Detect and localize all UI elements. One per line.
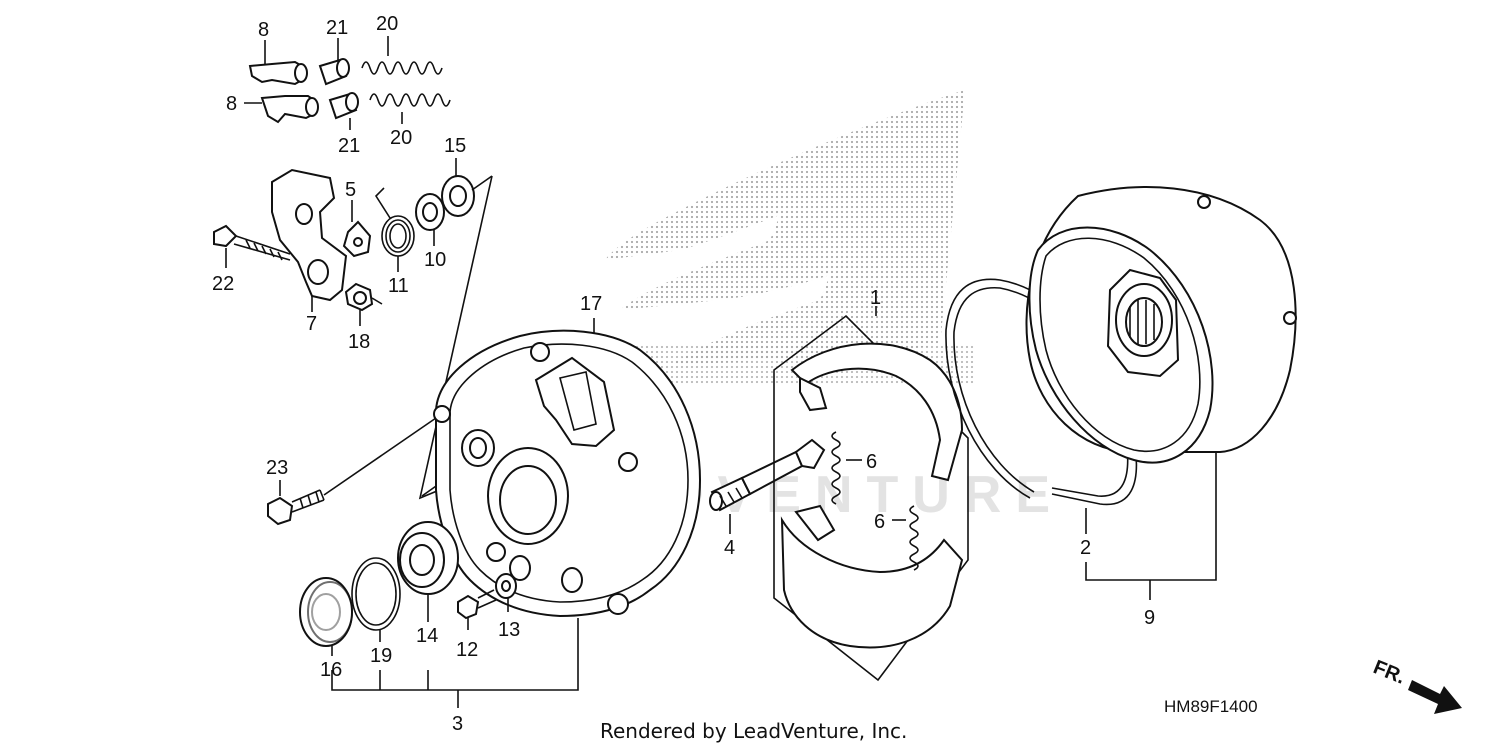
callout-1: 1 xyxy=(870,287,881,309)
part-8-lower xyxy=(244,95,319,124)
front-direction-label: FR. xyxy=(1370,656,1408,688)
part-18-nut xyxy=(344,282,383,326)
drawing-code: HM89F1400 xyxy=(1164,697,1258,716)
part-10-seal xyxy=(415,193,445,246)
part-20-spring-lower xyxy=(369,93,451,124)
part-1-brake-shoes xyxy=(773,306,969,682)
part-2-o-ring xyxy=(945,278,1138,534)
callout-2: 2 xyxy=(1080,537,1091,559)
wing-logo-watermark xyxy=(605,90,975,385)
callout-8-lower: 8 xyxy=(226,93,237,115)
part-15-bearing xyxy=(441,158,475,217)
callout-7: 7 xyxy=(306,313,317,335)
front-direction-marker: FR. xyxy=(1370,656,1462,714)
callout-20-lower: 20 xyxy=(390,127,412,149)
part-6-spring-lower xyxy=(892,505,919,571)
front-arrow-icon xyxy=(1408,680,1462,714)
part-8-upper xyxy=(248,40,308,86)
part-20-spring-upper xyxy=(361,36,443,75)
callout-17: 17 xyxy=(580,293,602,315)
callout-15: 15 xyxy=(444,135,466,157)
callout-12: 12 xyxy=(456,639,478,661)
render-credit: Rendered by LeadVenture, Inc. xyxy=(600,719,907,743)
part-7-brake-arm xyxy=(271,168,348,312)
part-12-bolt xyxy=(457,589,497,630)
group-9-bracket xyxy=(1085,452,1217,600)
callout-22: 22 xyxy=(212,273,234,295)
callout-9: 9 xyxy=(1144,607,1155,629)
callout-20-upper: 20 xyxy=(376,13,398,35)
callout-13: 13 xyxy=(498,619,520,641)
part-5-indicator xyxy=(342,200,372,258)
callout-6-lower: 6 xyxy=(874,511,885,533)
callout-6-upper: 6 xyxy=(866,451,877,473)
part-9-brake-drum xyxy=(1025,186,1297,464)
callout-14: 14 xyxy=(416,625,438,647)
part-21-upper xyxy=(318,38,350,86)
part-22-bolt xyxy=(213,224,291,268)
part-6-spring-upper xyxy=(831,431,862,505)
callout-5: 5 xyxy=(345,179,356,201)
part-19-circlip xyxy=(351,557,401,642)
part-14-bearing xyxy=(397,521,459,622)
callout-18: 18 xyxy=(348,331,370,353)
callout-8-upper: 8 xyxy=(258,19,269,41)
part-17-brake-panel xyxy=(433,318,702,618)
callout-16: 16 xyxy=(320,659,342,681)
callout-19: 19 xyxy=(370,645,392,667)
part-23-bolt xyxy=(267,417,437,526)
callout-4: 4 xyxy=(724,537,735,559)
part-11-return-spring xyxy=(374,187,415,272)
callout-21-upper: 21 xyxy=(326,17,348,39)
part-21-lower xyxy=(328,92,359,130)
callout-10: 10 xyxy=(424,249,446,271)
group-3-bracket xyxy=(331,618,579,708)
part-4-brake-cam xyxy=(709,438,826,534)
part-13-washer xyxy=(495,573,517,612)
callout-labels: 1 2 3 4 5 6 6 7 8 8 9 10 11 12 13 14 15 … xyxy=(212,13,1155,735)
callout-11: 11 xyxy=(388,275,409,297)
callout-21-lower: 21 xyxy=(338,135,360,157)
callout-23: 23 xyxy=(266,457,288,479)
part-16-oil-seal xyxy=(299,577,353,656)
callout-3: 3 xyxy=(452,713,463,735)
